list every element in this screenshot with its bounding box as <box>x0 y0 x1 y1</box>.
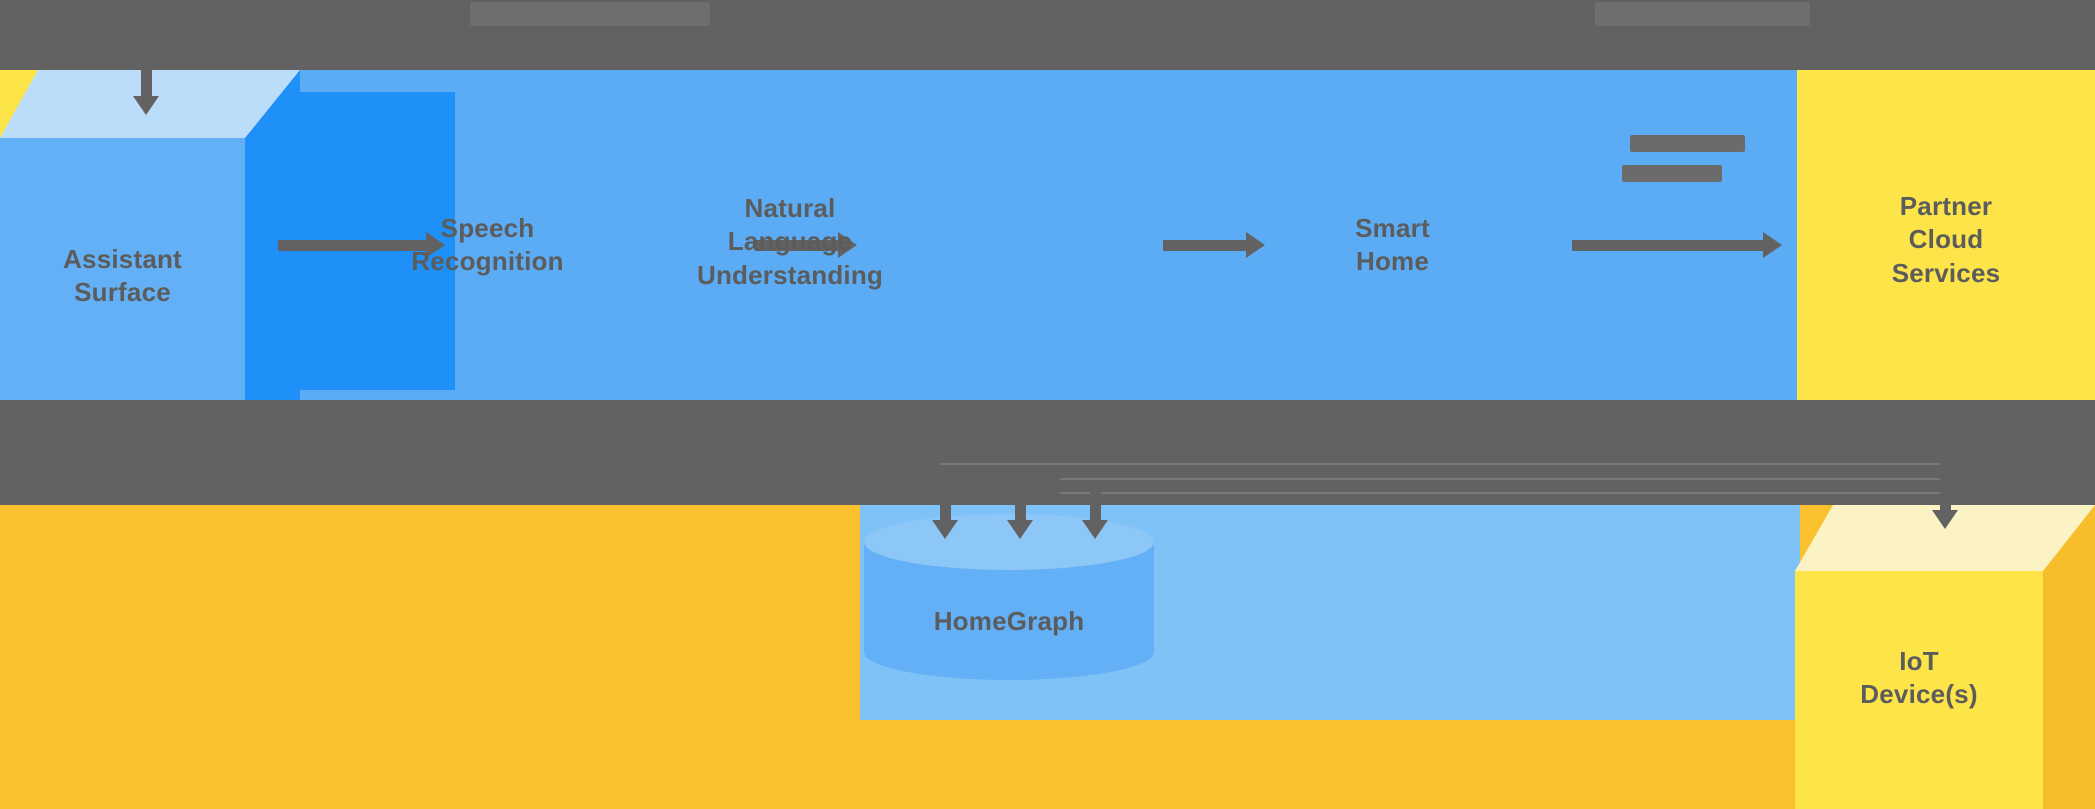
connector-hairline <box>1060 492 1950 494</box>
arrow-smarthome-to-partner <box>1572 232 1782 258</box>
arrow-assistant-to-speech <box>278 232 445 258</box>
smart-home-label: Smart Home <box>1355 213 1430 277</box>
arrow-speech-to-nlu <box>755 232 857 258</box>
middle-gray-band <box>0 400 2095 505</box>
connector-hairline <box>940 463 1950 465</box>
arrow-into-homegraph-2 <box>1007 480 1033 539</box>
arrow-into-homegraph-3 <box>1082 480 1108 539</box>
cube-front-face <box>0 138 245 400</box>
connector-hairline <box>1060 478 1950 480</box>
header-right-obscured <box>1595 2 1810 26</box>
partner-cloud-panel[interactable] <box>1797 70 2095 400</box>
edge-label-obscured-2 <box>1622 165 1722 182</box>
assistant-surface-node[interactable] <box>0 70 300 400</box>
arrow-into-homegraph-1 <box>932 480 958 539</box>
arrow-nlu-to-smarthome <box>1163 232 1265 258</box>
cube-front-face <box>1795 571 2043 809</box>
edge-label-obscured-1 <box>1630 135 1745 152</box>
arrow-into-iot-devices <box>1932 460 1958 529</box>
arrow-into-assistant-surface <box>133 60 159 115</box>
iot-devices-label: IoT Device(s) <box>1860 646 1978 710</box>
speech-recognition-label: Speech Recognition <box>411 213 564 277</box>
header-left-obscured <box>470 2 710 26</box>
assistant-surface-label: Assistant Surface <box>63 244 182 308</box>
partner-cloud-label: Partner Cloud Services <box>1891 191 2001 288</box>
nlu-label: Natural Language Understanding <box>696 193 884 290</box>
upper-blue-panel <box>455 70 1797 400</box>
homegraph-label: HomeGraph <box>933 606 1085 636</box>
